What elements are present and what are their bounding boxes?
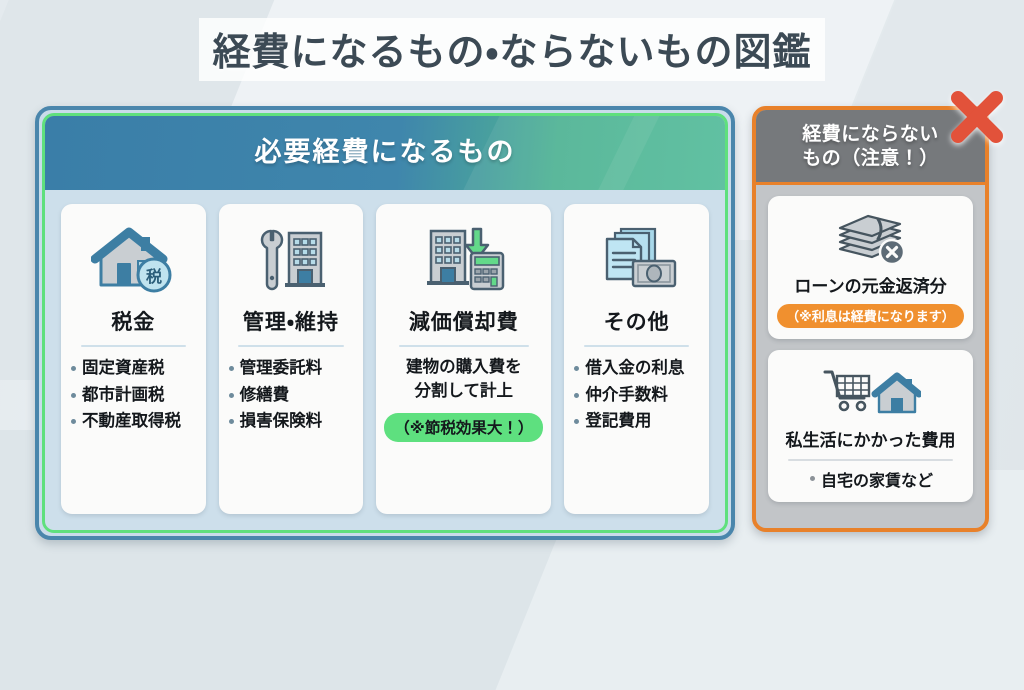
non-deductible-cards: ローンの元金返済分 （※利息は経費になります） [756,185,985,514]
note-line: 分割して計上 [414,381,514,401]
divider [583,345,690,347]
divider [398,345,530,347]
list-item: 都市計画税 [69,382,198,409]
non-deductible-card-title: ローンの元金返済分 [794,277,947,297]
page-title: 経費になるもの・ならないもの図鑑 [198,18,826,81]
list-item: 借入金の利息 [572,355,701,382]
divider [238,345,344,347]
expense-card-title: その他 [603,310,670,334]
svg-text:税: 税 [146,267,162,286]
wrench-and-building-icon [249,218,333,302]
deductible-panel-title: 必要経費になるもの [254,137,516,168]
list-item: 登記費用 [572,408,701,435]
title-line: もの（注意！） [802,147,939,169]
money-stack-with-x-icon [828,207,914,269]
list-item: 仲介手数料 [572,382,701,409]
expense-card-title: 管理・維持 [242,310,340,334]
tax-saving-badge: （※節税効果大！） [384,412,544,442]
deductible-panel-inner: 必要経費になるもの 税 税金 [42,113,728,533]
building-arrow-calculator-icon [419,218,509,302]
non-deductible-card-loan-principal[interactable]: ローンの元金返済分 （※利息は経費になります） [768,196,973,339]
page-title-container: 経費になるもの・ならないもの図鑑 [0,18,1024,81]
expense-card-note: 建物の購入費を 分割して計上 [406,355,522,404]
documents-and-banknote-icon [593,218,681,302]
non-deductible-panel-header: 経費にならない もの（注意！） [756,110,985,185]
list-item: 自宅の家賃など [808,467,933,491]
non-deductible-panel-title: 経費にならない もの（注意！） [802,122,939,171]
red-x-mark-icon [951,91,1003,143]
deductible-panel-header: 必要経費になるもの [45,116,725,190]
non-deductible-item-list: 自宅の家賃など [808,467,933,491]
list-item: 不動産取得税 [69,408,198,435]
deductible-expenses-panel: 必要経費になるもの 税 税金 [35,106,735,540]
expense-card-management[interactable]: 管理・維持 管理委託料 修繕費 損害保険料 [218,204,364,514]
list-item: 損害保険料 [227,408,356,435]
expense-card-depreciation[interactable]: 減価償却費 建物の購入費を 分割して計上 （※節税効果大！） [376,204,552,514]
house-with-tax-badge-icon: 税 [91,218,175,302]
expense-item-list: 借入金の利息 仲介手数料 登記費用 [572,355,701,435]
interest-note-badge: （※利息は経費になります） [777,304,964,328]
deductible-cards-row: 税 税金 固定資産税 都市計画税 不動産取得税 [45,190,725,530]
non-deductible-expenses-panel: 経費にならない もの（注意！） [752,106,989,532]
divider [788,459,953,461]
list-item: 固定資産税 [69,355,198,382]
expense-item-list: 固定資産税 都市計画税 不動産取得税 [69,355,198,435]
expense-item-list: 管理委託料 修繕費 損害保険料 [227,355,356,435]
expense-card-other[interactable]: その他 借入金の利息 仲介手数料 登記費用 [564,204,709,514]
expense-card-title: 減価償却費 [408,310,519,334]
expense-card-title: 税金 [111,310,156,334]
title-line: 経費にならない [802,122,939,145]
cart-and-house-icon [821,361,921,423]
divider [80,345,187,347]
non-deductible-card-title: 私生活にかかった費用 [785,431,956,451]
expense-card-tax[interactable]: 税 税金 固定資産税 都市計画税 不動産取得税 [61,204,206,514]
note-line: 建物の購入費を [406,357,522,376]
non-deductible-card-personal-living[interactable]: 私生活にかかった費用 自宅の家賃など [768,350,973,502]
list-item: 修繕費 [227,382,356,409]
list-item: 管理委託料 [227,355,356,382]
